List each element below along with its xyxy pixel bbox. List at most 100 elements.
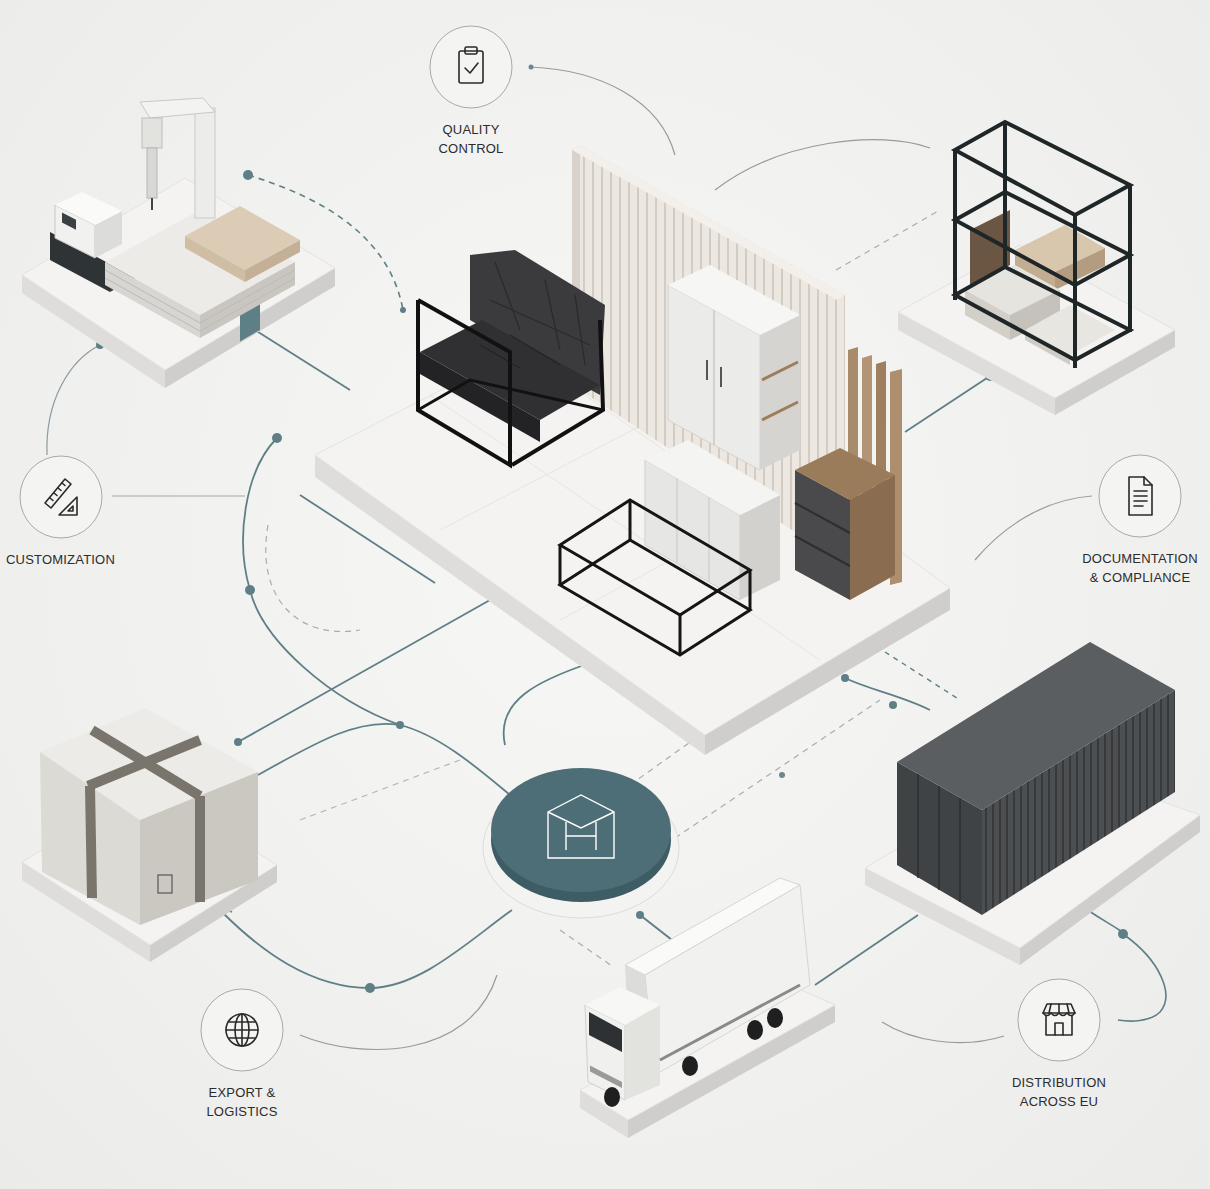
badge-icon xyxy=(465,47,477,54)
leader-lines xyxy=(815,915,918,985)
coffee-table xyxy=(560,540,750,655)
truck xyxy=(604,1087,620,1107)
leader-lines xyxy=(243,170,253,180)
badge-icon xyxy=(1043,1013,1075,1016)
leader-lines xyxy=(300,760,460,820)
badge-outline xyxy=(20,456,102,538)
badge-icon xyxy=(1049,1004,1069,1013)
badge-label: DOCUMENTATION & COMPLIANCE xyxy=(1076,549,1204,587)
badge-circle xyxy=(200,988,284,1072)
leader-lines xyxy=(396,721,404,729)
leader-lines xyxy=(300,975,497,1049)
cnc-machine xyxy=(245,240,300,282)
badge-icon xyxy=(1144,477,1152,485)
leader-lines xyxy=(245,585,255,595)
badge-circle xyxy=(429,25,513,109)
hub-disc xyxy=(548,795,614,858)
truck xyxy=(767,1008,783,1028)
leader-lines xyxy=(266,525,360,632)
cnc-platform xyxy=(22,178,335,388)
icon-badge: EXPORT & LOGISTICS xyxy=(186,988,298,1121)
icon-badge: DISTRIBUTION ACROSS EU xyxy=(1001,978,1117,1111)
badge-circle xyxy=(19,455,103,539)
truck xyxy=(645,885,810,1075)
shipping-box xyxy=(90,786,92,898)
sideboard xyxy=(645,440,780,515)
truck xyxy=(747,1020,763,1040)
badge-icon xyxy=(45,479,77,515)
badge-icon xyxy=(226,1014,258,1046)
shipping-container xyxy=(897,642,1175,810)
shelf-platform xyxy=(898,245,1175,398)
storage-rack xyxy=(965,290,1010,340)
leader-lines xyxy=(885,652,960,700)
armchair xyxy=(418,380,603,410)
cnc-machine xyxy=(62,213,76,230)
shelf-platform xyxy=(898,245,1175,415)
leader-lines xyxy=(779,772,785,778)
leader-lines xyxy=(112,495,245,496)
badge-icon xyxy=(1055,1023,1063,1035)
icon-badge: CUSTOMIZATION xyxy=(6,455,115,569)
truck xyxy=(682,1056,698,1076)
leader-lines xyxy=(640,915,672,940)
tall-cabinet xyxy=(713,310,715,445)
leader-lines xyxy=(255,330,350,390)
truck xyxy=(590,1066,622,1088)
shipping-container xyxy=(897,642,1175,915)
cnc-platform xyxy=(22,178,335,370)
badge-circle xyxy=(1017,978,1101,1062)
badge-icon xyxy=(59,497,77,515)
coffee-table xyxy=(560,500,750,655)
badge-outline xyxy=(1018,979,1100,1061)
badge-icon xyxy=(1129,477,1152,515)
leader-lines xyxy=(636,911,644,919)
tall-cabinet xyxy=(760,315,800,470)
hub-disc xyxy=(548,795,614,858)
badge-icon xyxy=(465,63,478,73)
leader-lines xyxy=(889,701,897,709)
badge-outline xyxy=(1099,455,1181,537)
cnc-machine xyxy=(151,198,153,210)
badge-icon xyxy=(45,479,71,508)
badge-outline xyxy=(430,26,512,108)
shipping-box xyxy=(195,796,205,902)
leader-lines xyxy=(841,674,849,682)
shipping-box xyxy=(158,875,172,893)
dresser xyxy=(795,448,895,600)
leader-lines xyxy=(272,433,282,443)
badge-icon xyxy=(1134,491,1147,506)
storage-rack xyxy=(955,122,1130,215)
leader-lines xyxy=(234,738,242,746)
tall-cabinet xyxy=(668,265,800,470)
leader-lines xyxy=(365,983,375,993)
tall-cabinet xyxy=(762,362,798,420)
leader-lines xyxy=(238,600,490,742)
leader-lines xyxy=(531,67,675,155)
badge-icon xyxy=(459,47,483,83)
hub-disc xyxy=(548,812,614,850)
badge-icon xyxy=(1043,1004,1075,1035)
leader-lines xyxy=(560,930,612,966)
badge-label: QUALITY CONTROL xyxy=(415,120,527,158)
hub-disc xyxy=(491,768,671,892)
leader-lines xyxy=(715,140,930,190)
leader-lines xyxy=(882,1022,1004,1043)
cnc-machine xyxy=(105,262,200,338)
storage-rack xyxy=(955,122,1130,368)
cnc-machine xyxy=(185,236,245,282)
shipping-box xyxy=(88,740,200,786)
dresser xyxy=(795,503,850,566)
shipping-box xyxy=(40,708,258,925)
badge-icon xyxy=(68,506,73,511)
cnc-machine xyxy=(50,98,300,338)
storage-rack xyxy=(955,267,1130,360)
hub-disc xyxy=(483,768,679,918)
leader-lines xyxy=(529,65,534,70)
cnc-machine xyxy=(195,108,215,218)
badge-label: CUSTOMIZATION xyxy=(6,550,115,569)
coffee-table xyxy=(560,500,750,655)
leader-lines xyxy=(504,663,590,745)
tall-cabinet xyxy=(668,265,800,335)
